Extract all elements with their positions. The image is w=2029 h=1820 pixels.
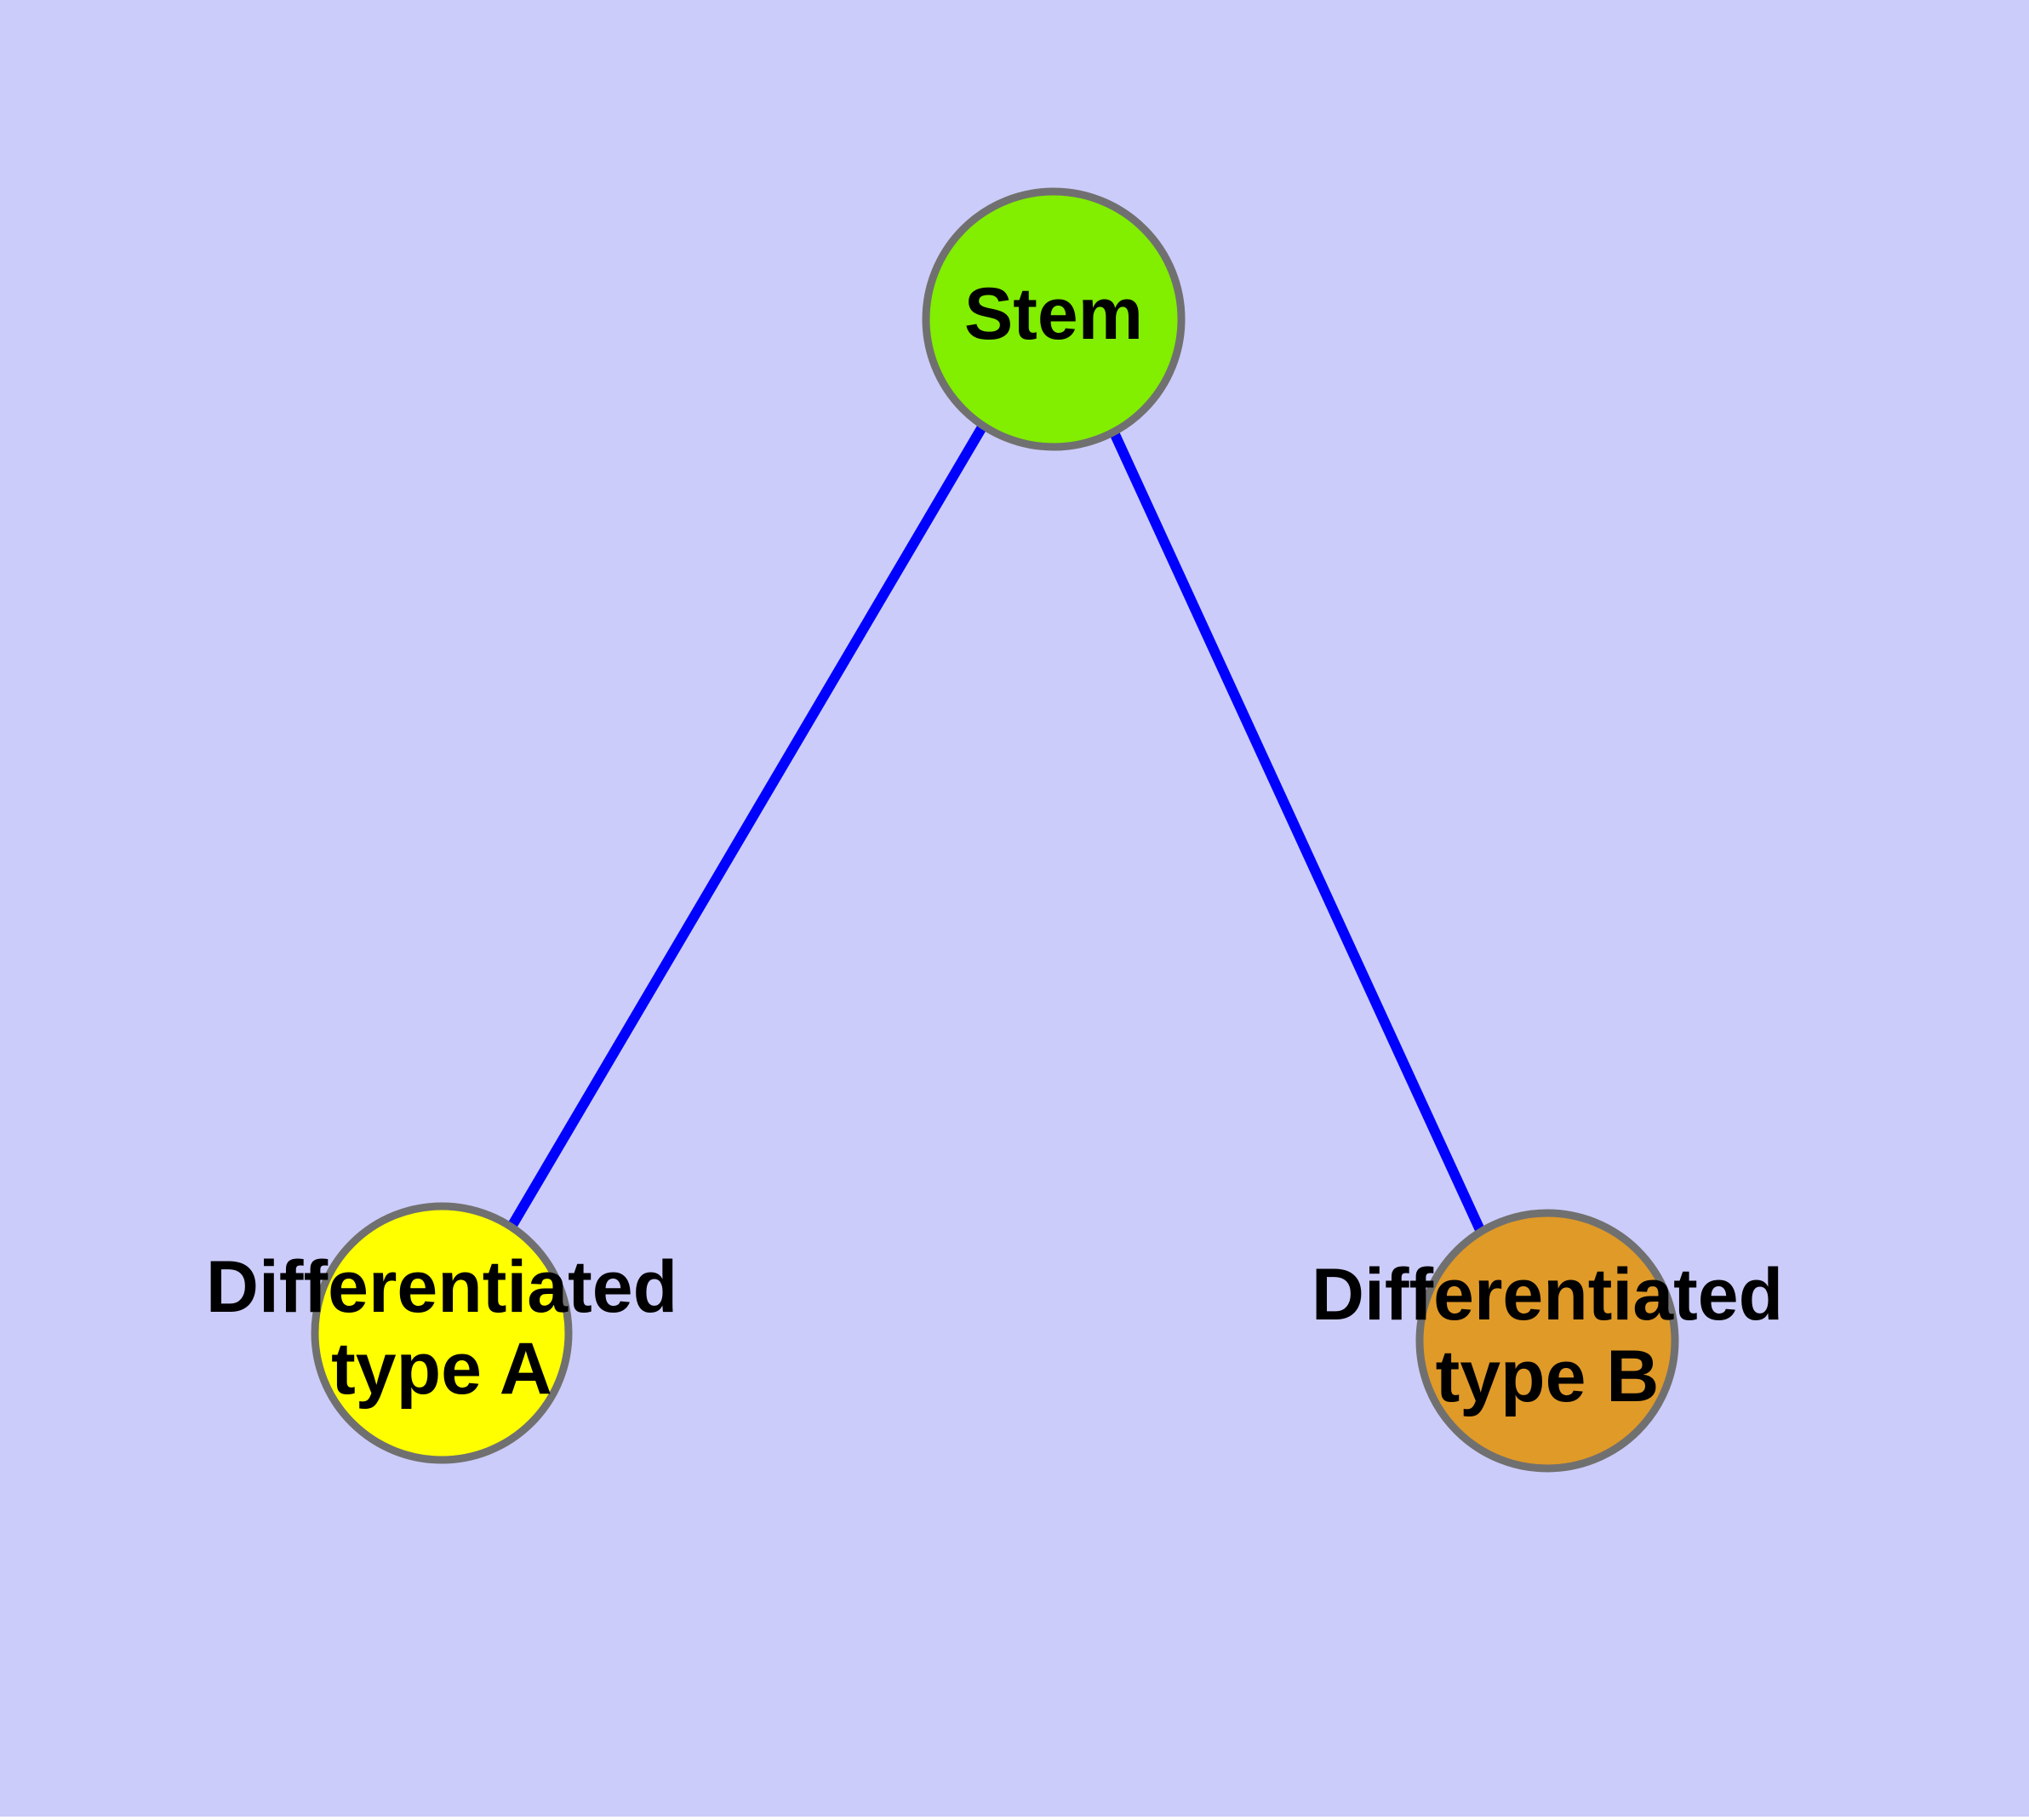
node-differentiated-type-a-circle[interactable] (311, 1202, 573, 1464)
edge-stem-to-differentiated-type-a[interactable] (506, 422, 988, 1230)
node-stem-label: Stem (964, 273, 1143, 355)
node-stem-circle[interactable] (922, 187, 1186, 451)
edge-layer (506, 422, 1486, 1234)
node-layer (311, 187, 1679, 1473)
node-differentiated-type-b-circle[interactable] (1415, 1209, 1679, 1473)
edge-stem-to-differentiated-type-b[interactable] (1108, 428, 1486, 1234)
